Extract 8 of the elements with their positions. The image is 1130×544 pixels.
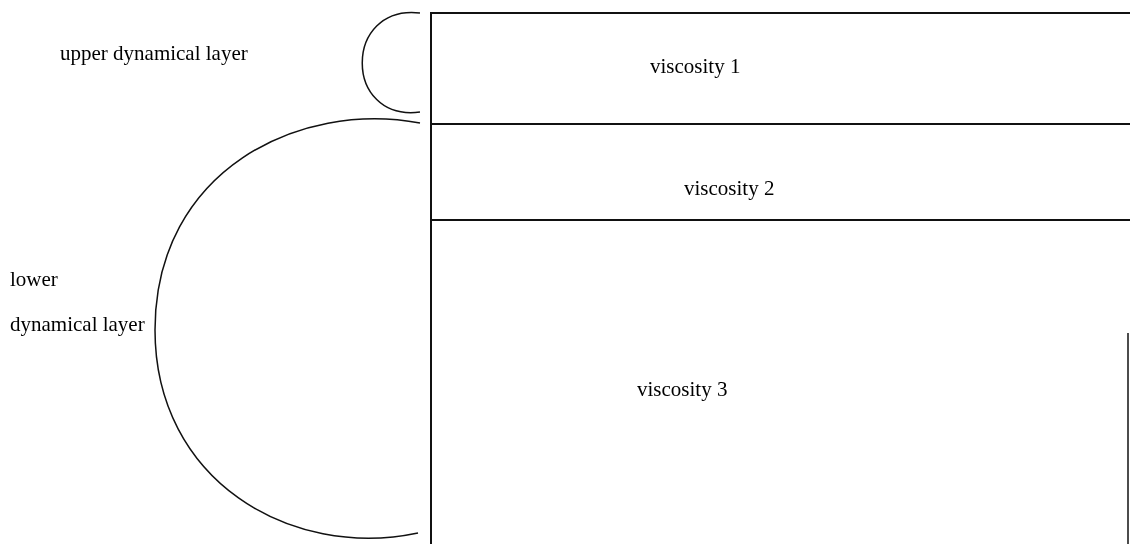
layer-label: upper dynamical layer [60, 40, 249, 66]
layer-band [430, 12, 1130, 123]
viscosity-label: viscosity 1 [650, 54, 741, 79]
layer-band [430, 123, 1130, 219]
layer-label: lower dynamical layer [10, 266, 145, 338]
viscosity-label: viscosity 2 [684, 176, 775, 201]
layer-band [430, 219, 1130, 544]
viscosity-label: viscosity 3 [637, 377, 728, 402]
